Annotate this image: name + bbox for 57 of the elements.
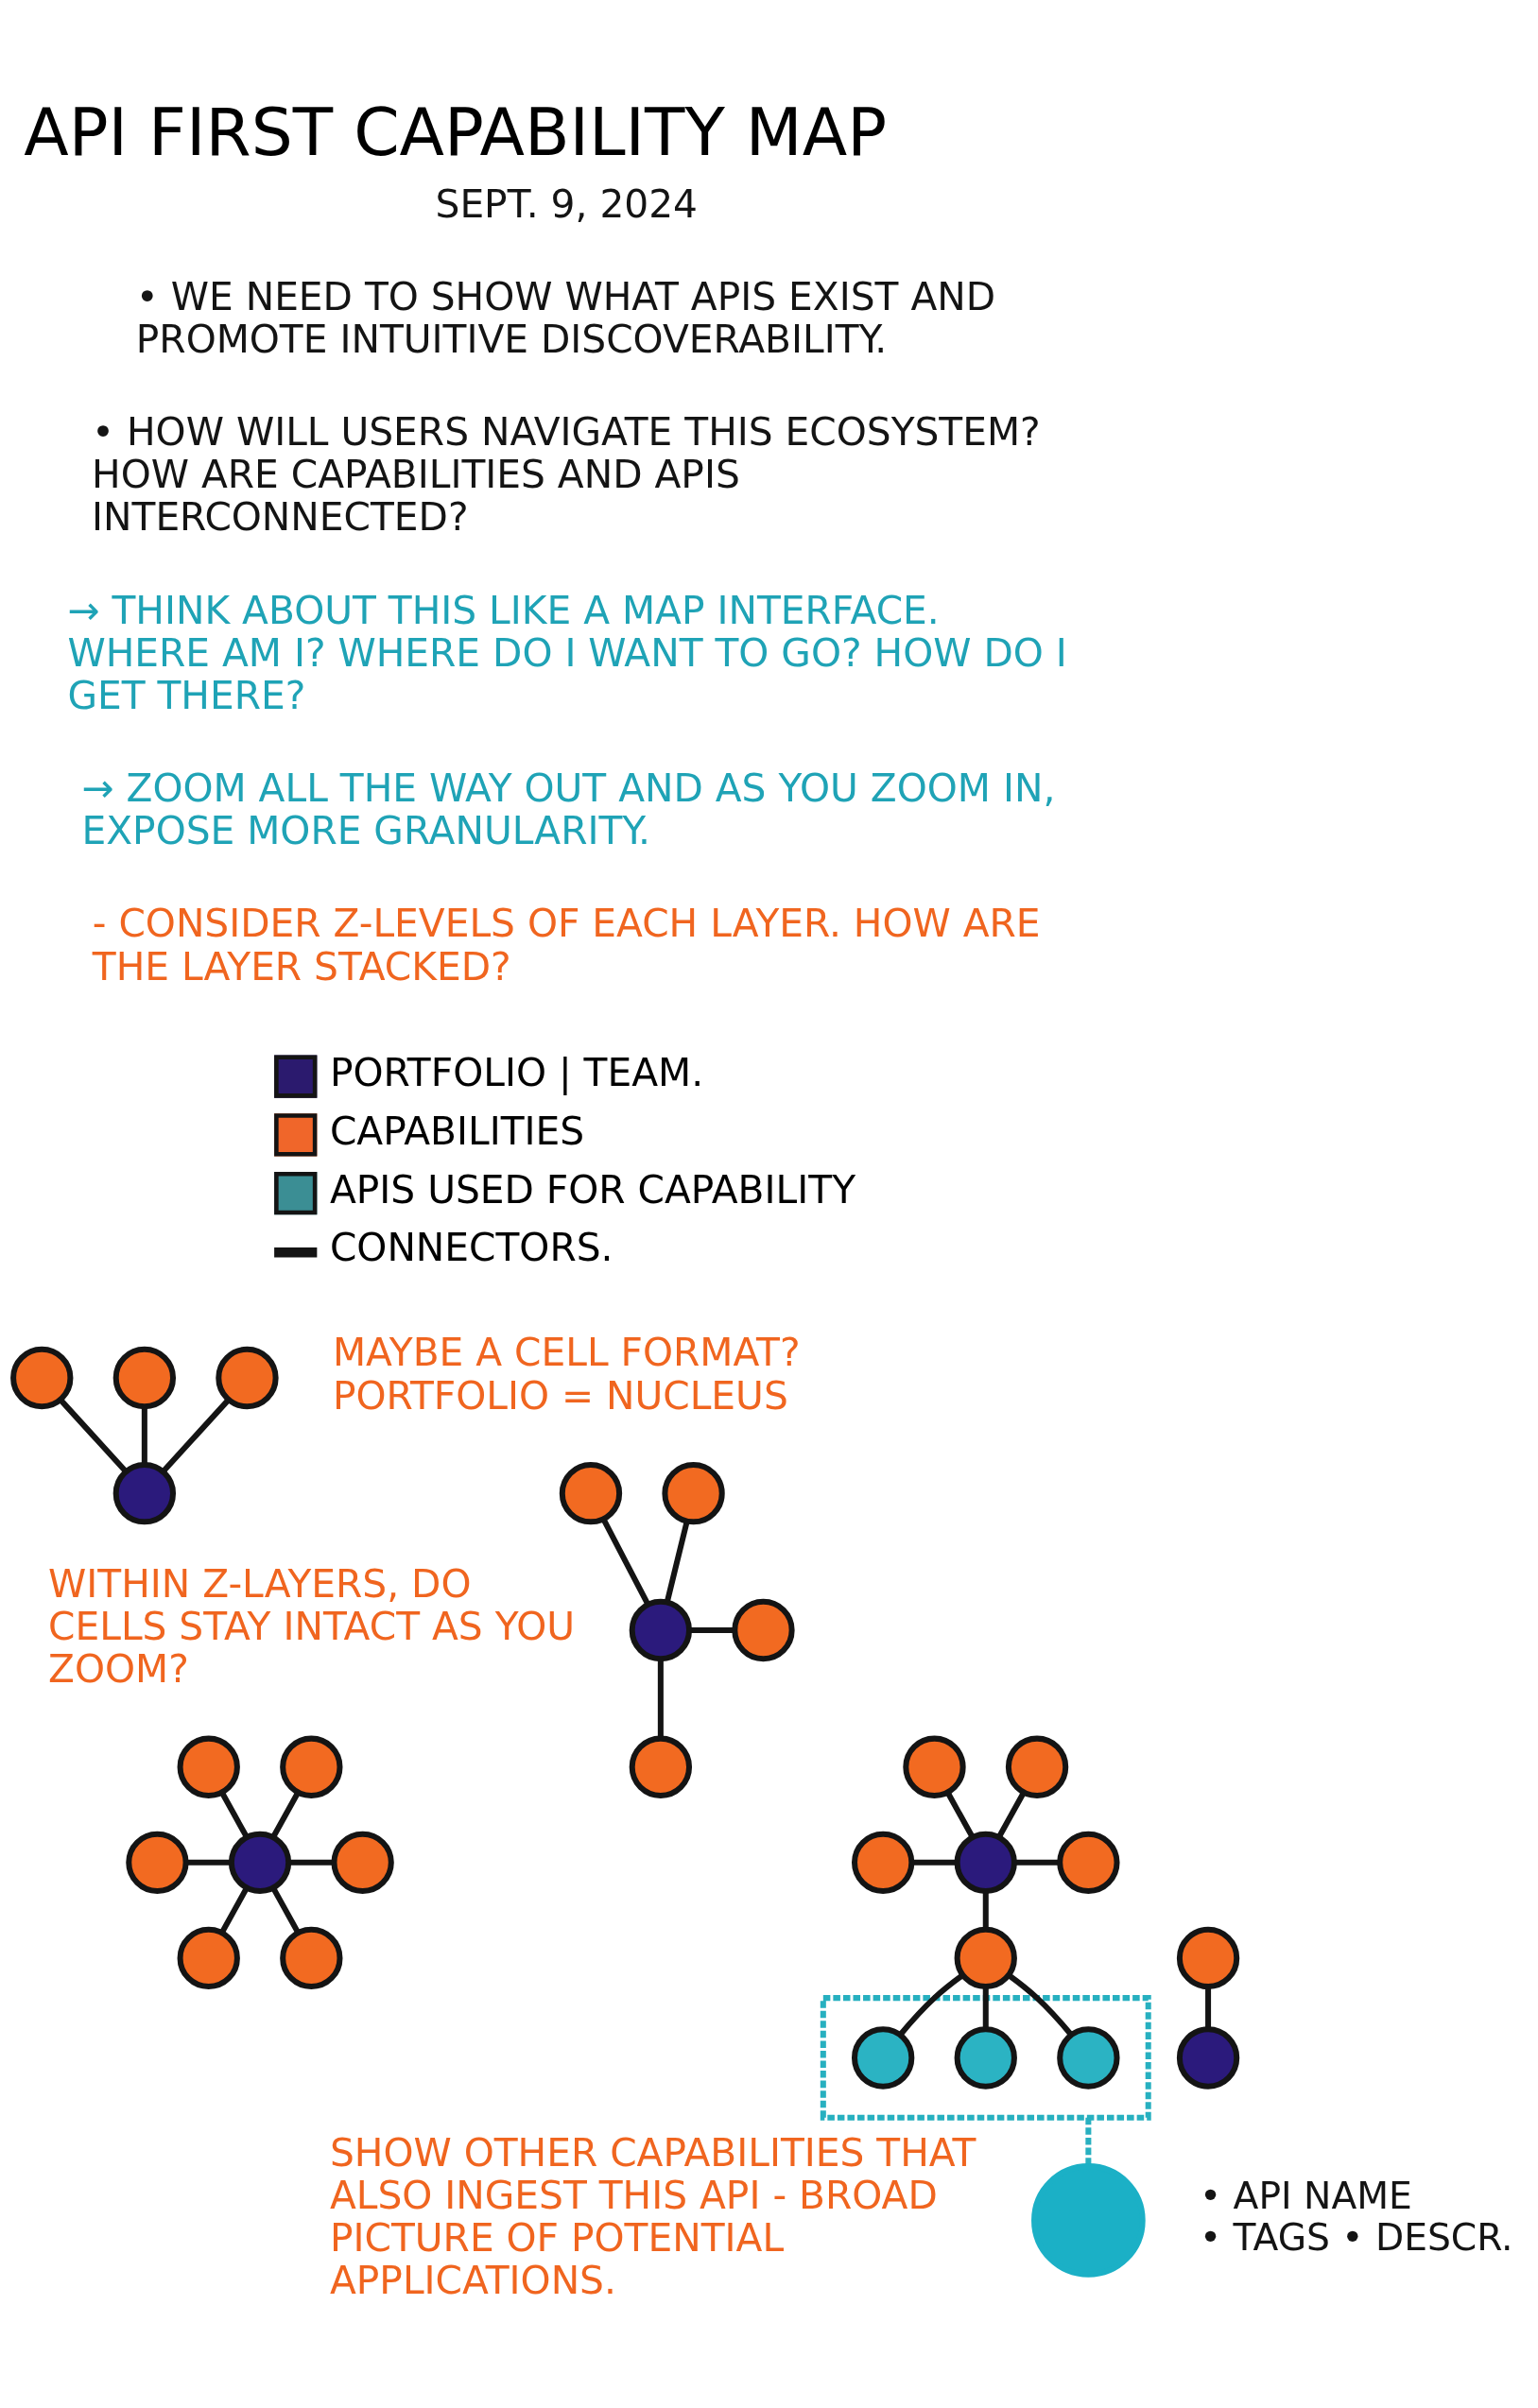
label: SEPT. 9, 2024 bbox=[435, 181, 699, 227]
node-circle bbox=[10, 1346, 74, 1410]
connector bbox=[1085, 2117, 1092, 2166]
node-circle bbox=[1176, 2026, 1240, 2090]
connector bbox=[1205, 1987, 1212, 2030]
node-circle bbox=[177, 1926, 240, 1990]
label: MAYBE A CELL FORMAT? PORTFOLIO = NUCLEUS bbox=[332, 1330, 801, 1419]
node-label: • API NAME bbox=[1200, 2175, 1412, 2218]
connector bbox=[1014, 1859, 1060, 1866]
label: • WE NEED TO SHOW WHAT APIS EXIST AND PROMOTE INTUITIVE DISCOVERABILITY. bbox=[135, 273, 996, 362]
connector bbox=[689, 1626, 734, 1633]
legend-label: APIS USED FOR CAPABILITY bbox=[329, 1166, 856, 1213]
node-circle bbox=[954, 2026, 1017, 2090]
node-circle bbox=[629, 1598, 693, 1662]
node-circle bbox=[1057, 1831, 1120, 1895]
node-circle bbox=[216, 1346, 279, 1410]
connector bbox=[161, 1398, 231, 1473]
connector bbox=[911, 1859, 958, 1866]
legend-label: PORTFOLIO | TEAM. bbox=[329, 1049, 704, 1095]
connector bbox=[185, 1859, 232, 1866]
connector bbox=[58, 1398, 129, 1473]
label: • HOW WILL USERS NAVIGATE THIS ECOSYSTEM? HOW ARE CAPABILITIES AND APIS INTERCONNECTED? bbox=[92, 408, 1041, 541]
node-circle bbox=[662, 1462, 725, 1525]
node-circle bbox=[954, 1926, 1017, 1990]
label: WITHIN Z-LAYERS, DO CELLS STAY INTACT AS YOU ZOOM? bbox=[48, 1560, 576, 1693]
node-label: • TAGS • DESCR. bbox=[1200, 2215, 1513, 2259]
node-circle bbox=[1031, 2163, 1146, 2278]
node-circle bbox=[954, 1831, 1017, 1895]
node-circle bbox=[228, 1831, 292, 1895]
connector bbox=[982, 1891, 989, 1930]
legend-label: CONNECTORS. bbox=[329, 1225, 613, 1271]
node-circle bbox=[1176, 1926, 1240, 1990]
node-circle bbox=[126, 1831, 189, 1895]
node-circle bbox=[280, 1926, 343, 1990]
node-circle bbox=[280, 1735, 343, 1798]
node-circle bbox=[1005, 1735, 1069, 1798]
node-circle bbox=[331, 1831, 394, 1895]
node-circle bbox=[112, 1462, 177, 1525]
connector bbox=[141, 1406, 147, 1465]
node-circle bbox=[112, 1346, 177, 1410]
connector bbox=[657, 1659, 664, 1739]
node-circle bbox=[559, 1462, 623, 1525]
node-circle bbox=[629, 1735, 693, 1798]
connector bbox=[288, 1859, 335, 1866]
label: SHOW OTHER CAPABILITIES THAT ALSO INGEST THIS API - BROAD PICTURE OF POTENTIAL APPLICATIONS. bbox=[329, 2129, 976, 2304]
node-circle bbox=[177, 1735, 240, 1798]
node-circle bbox=[732, 1598, 795, 1662]
label: → THINK ABOUT THIS LIKE A MAP INTERFACE. WHERE AM I? WHERE DO I WANT TO GO? HOW DO I GET THERE? bbox=[67, 587, 1067, 719]
label: → ZOOM ALL THE WAY OUT AND AS YOU ZOOM IN, EXPOSE MORE GRANULARITY. bbox=[81, 765, 1056, 854]
node-circle bbox=[903, 1735, 966, 1798]
node-circle bbox=[852, 1831, 915, 1895]
diagram-title: API FIRST CAPABILITY MAP bbox=[24, 94, 888, 170]
node-circle bbox=[852, 2026, 915, 2090]
label: - CONSIDER Z-LEVELS OF EACH LAYER. HOW ARE THE LAYER STACKED? bbox=[92, 901, 1041, 989]
node-circle bbox=[1057, 2026, 1120, 2090]
legend-label: CAPABILITIES bbox=[329, 1108, 585, 1154]
cluster bbox=[820, 1995, 1151, 2121]
